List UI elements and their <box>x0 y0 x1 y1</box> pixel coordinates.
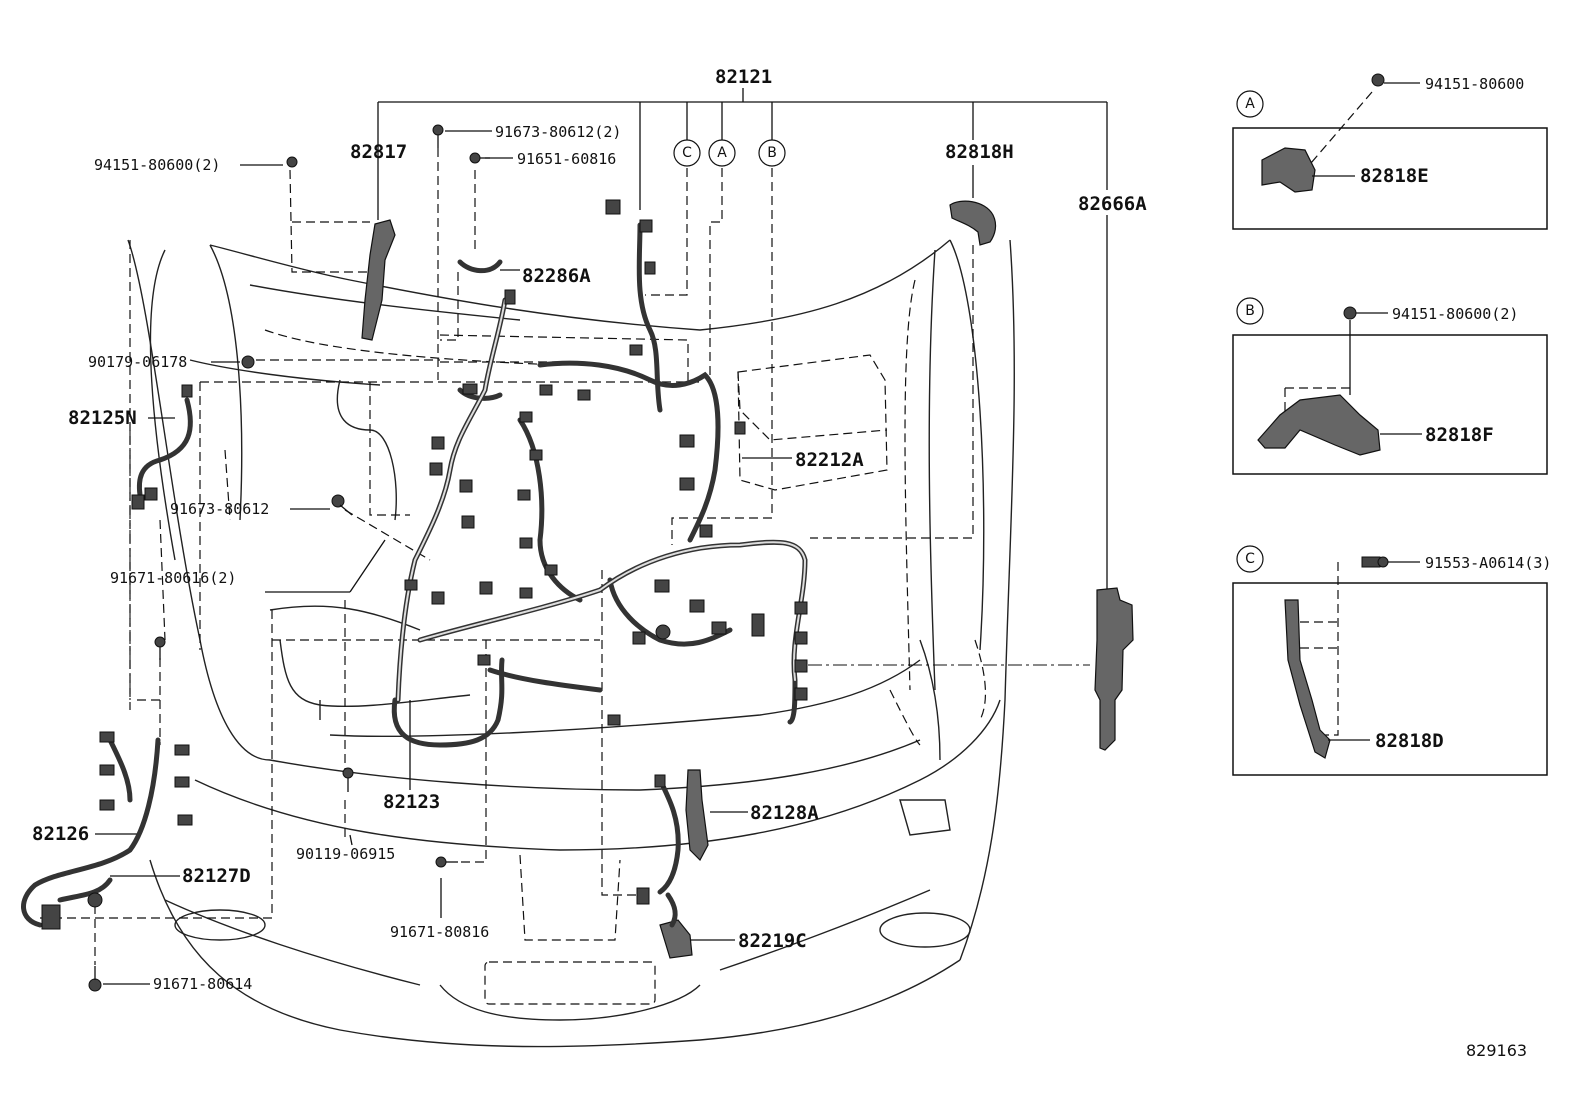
callout-c: C <box>673 139 701 167</box>
label-82128A: 82128A <box>750 802 819 824</box>
harness-82128A <box>636 769 709 959</box>
detail-c-circle-label: C <box>1245 551 1255 567</box>
label-90119-06915: 90119-06915 <box>296 845 395 863</box>
cable-82286A <box>457 259 503 274</box>
label-91673-80612-2: 91673-80612(2) <box>495 123 621 141</box>
detail-b-part-label: 82818F <box>1425 424 1494 446</box>
label-91673-80612: 91673-80612 <box>170 500 269 518</box>
label-82219C: 82219C <box>738 930 807 952</box>
bracket-82817 <box>286 156 396 341</box>
label-82127D: 82127D <box>182 865 251 887</box>
detail-c-bolt-label: 91553-A0614(3) <box>1425 554 1551 572</box>
label-82212A: 82212A <box>795 449 864 471</box>
detail-b-circle-label: B <box>1245 303 1255 319</box>
harness-82126 <box>21 731 193 930</box>
part-labels: 82121 82817 82818H 82666A 82286A 82125N … <box>32 66 1147 993</box>
label-82125N: 82125N <box>68 407 137 429</box>
label-82126: 82126 <box>32 823 89 845</box>
label-91671-80616-2: 91671-80616(2) <box>110 569 236 587</box>
fastener-icons <box>88 124 490 992</box>
battery-outline <box>737 354 888 491</box>
label-82818H: 82818H <box>945 141 1014 163</box>
label-82666A: 82666A <box>1078 193 1147 215</box>
label-82121: 82121 <box>715 66 772 88</box>
vehicle-body-outline <box>127 239 1015 1048</box>
label-82286A: 82286A <box>522 265 591 287</box>
harness-82125N <box>131 384 193 510</box>
label-90179-06178: 90179-06178 <box>88 353 187 371</box>
detail-a: A 94151-80600 82818E <box>1232 73 1548 230</box>
label-82817: 82817 <box>350 141 407 163</box>
leader-lines <box>40 88 1108 985</box>
engine-wire-harness <box>391 199 808 748</box>
label-94151-80600-2: 94151-80600(2) <box>94 156 220 174</box>
detail-b-bolt-label: 94151-80600(2) <box>1392 305 1518 323</box>
detail-a-circle-label: A <box>1245 96 1255 112</box>
callout-a-label: A <box>717 145 727 161</box>
label-82123: 82123 <box>383 791 440 813</box>
detail-c-part-label: 82818D <box>1375 730 1444 752</box>
detail-c: C 91553-A0614(3) 82818D <box>1232 545 1551 776</box>
diagram-code: 829163 <box>1466 1041 1527 1060</box>
detail-b: B 94151-80600(2) 82818F <box>1232 297 1548 475</box>
label-91651-60816: 91651-60816 <box>517 150 616 168</box>
label-91671-80614: 91671-80614 <box>153 975 252 993</box>
callout-b: B <box>758 139 786 167</box>
cover-82818H <box>949 200 997 246</box>
label-91671-80816: 91671-80816 <box>390 923 489 941</box>
callout-c-label: C <box>682 145 692 161</box>
detail-a-bolt-label: 94151-80600 <box>1425 75 1524 93</box>
callout-b-label: B <box>767 145 777 161</box>
callout-a: A <box>708 139 736 167</box>
protector-82666A <box>1094 587 1134 751</box>
detail-a-part-label: 82818E <box>1360 165 1429 187</box>
